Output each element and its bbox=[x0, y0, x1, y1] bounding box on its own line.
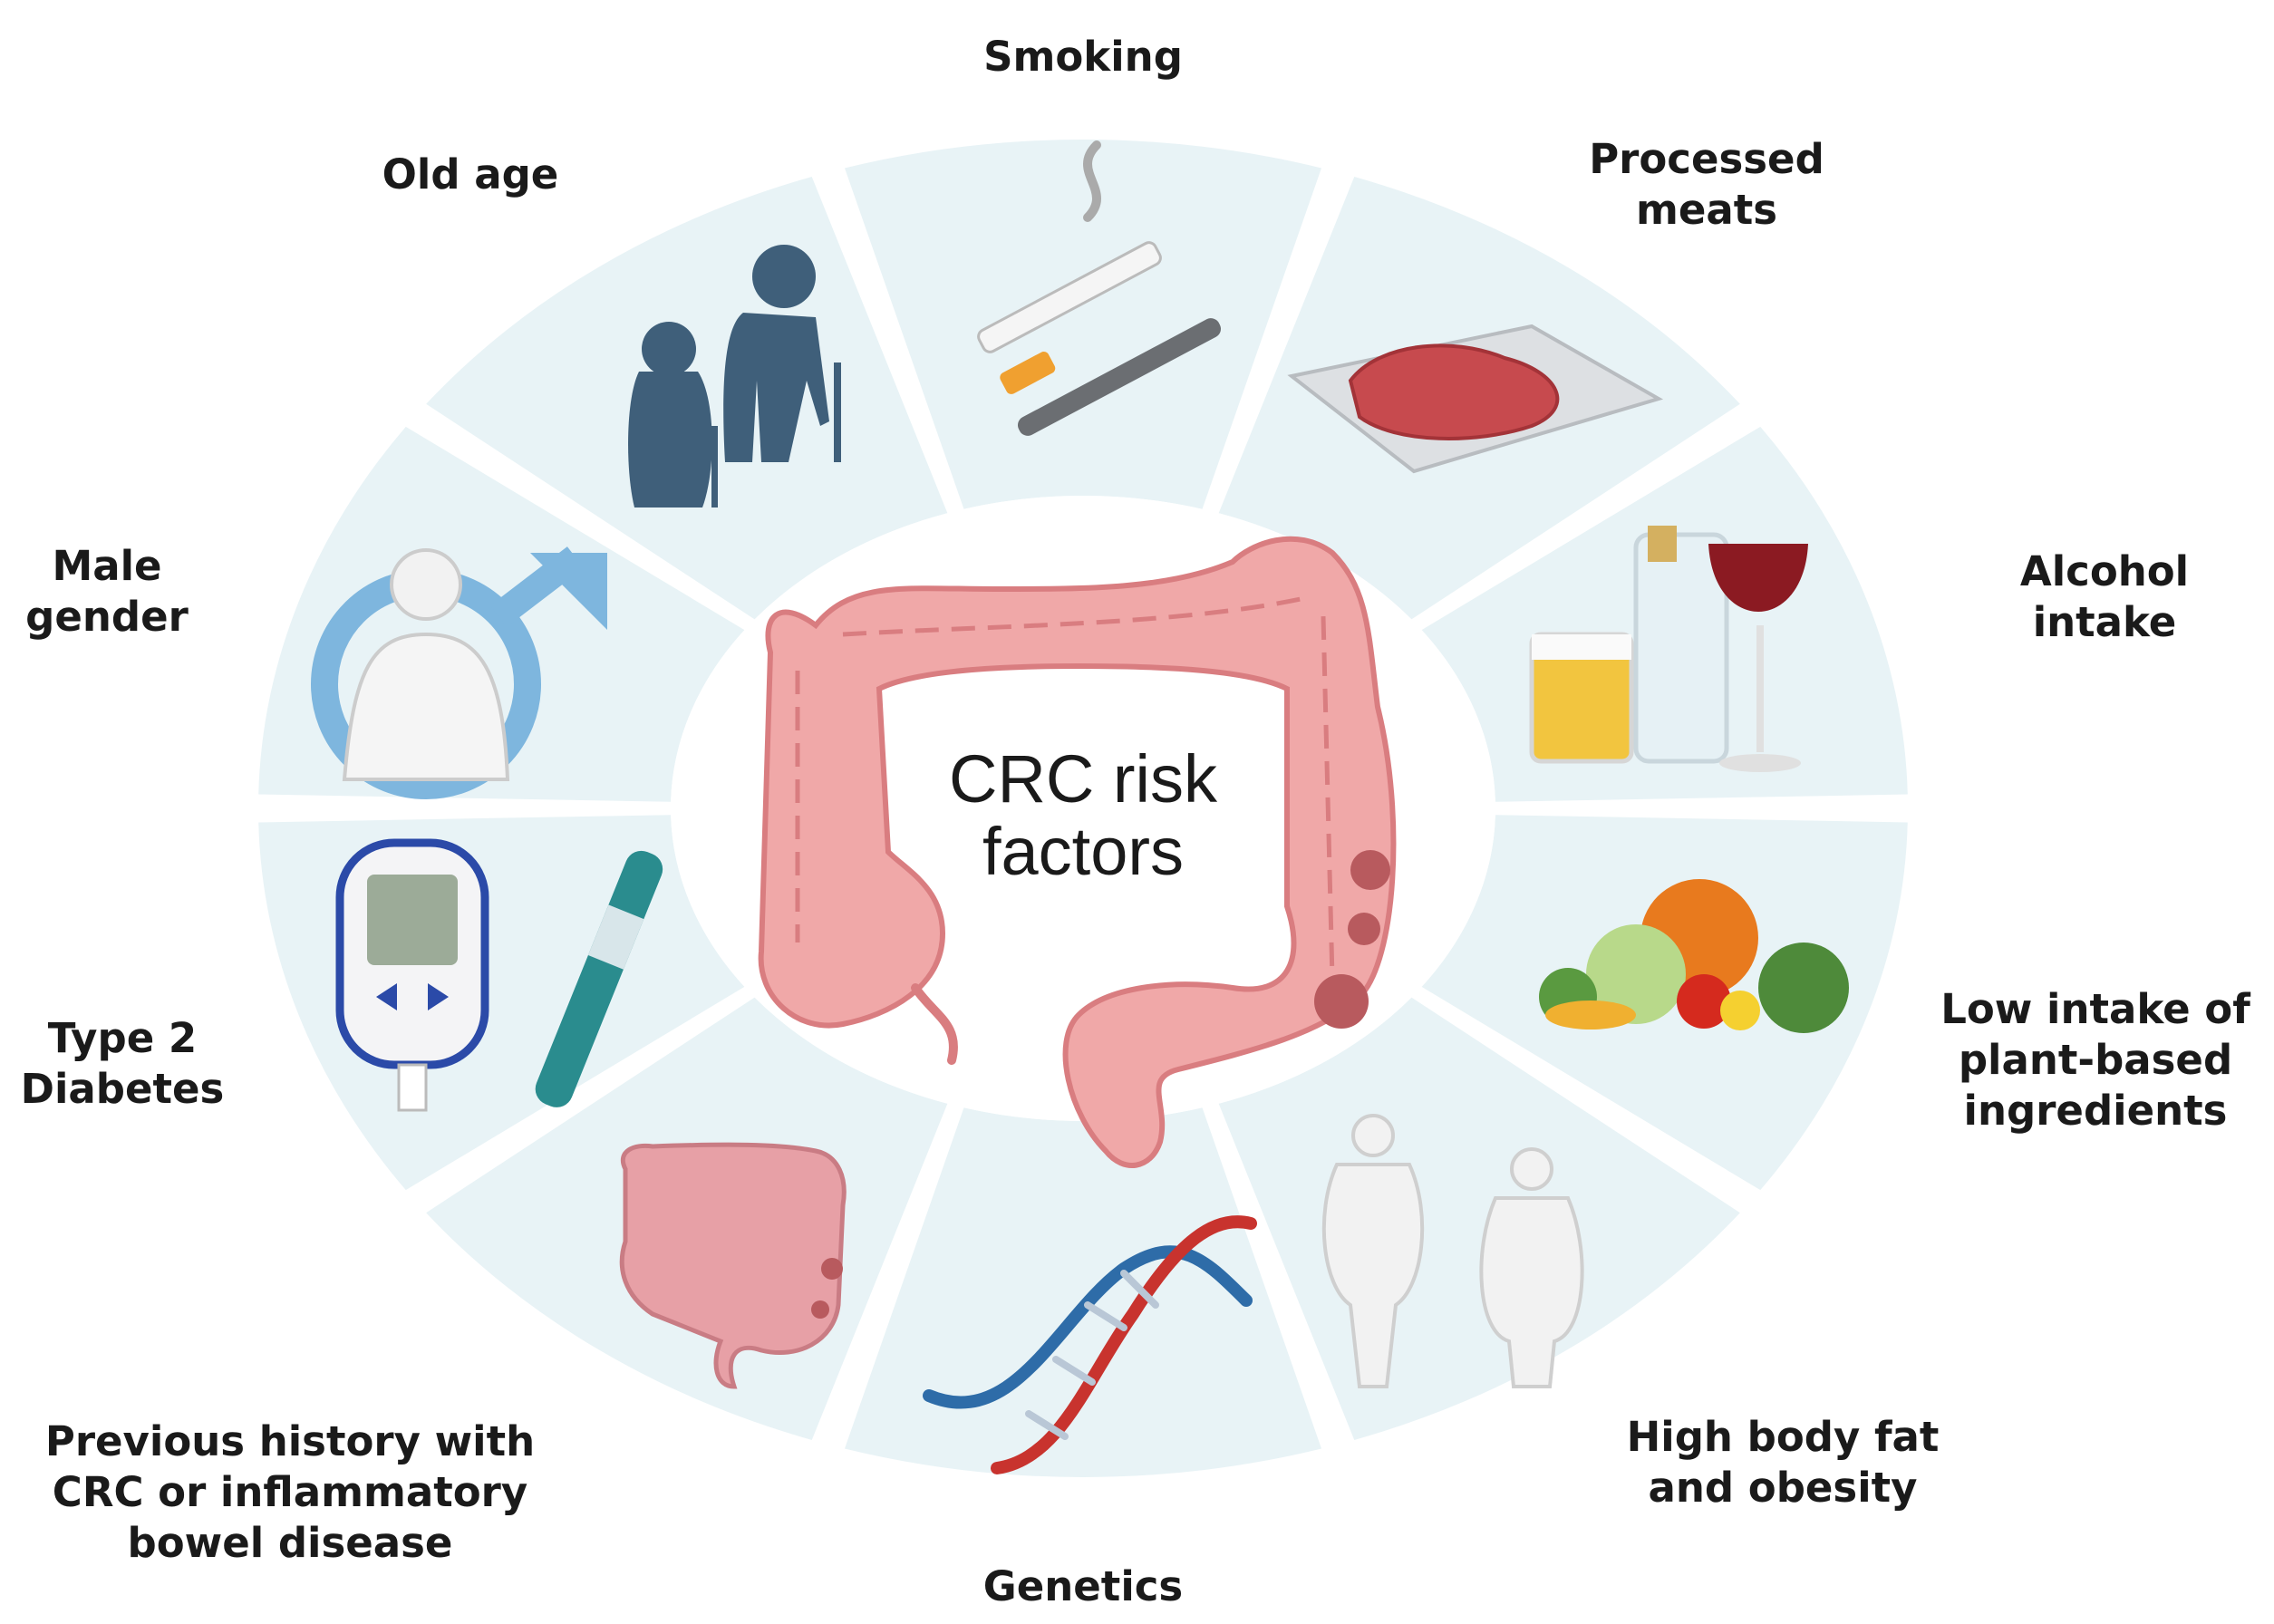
dna-icon bbox=[923, 1215, 1257, 1474]
label-line: Male bbox=[52, 542, 162, 590]
center-title-line: factors bbox=[982, 814, 1185, 889]
label-line: and obesity bbox=[1648, 1464, 1918, 1512]
tumor-icon bbox=[1314, 974, 1369, 1029]
label-line: gender bbox=[25, 593, 189, 641]
tumor-icon bbox=[1348, 913, 1380, 945]
elderly-couple-icon bbox=[628, 245, 841, 508]
label-line: Previous history with bbox=[44, 1417, 536, 1465]
colon-illustration-icon bbox=[758, 536, 1397, 1168]
tumor-icon bbox=[1350, 850, 1390, 890]
male-symbol-icon bbox=[311, 546, 607, 799]
colon-small-icon bbox=[619, 1142, 847, 1389]
label-old-age: Old age bbox=[382, 150, 559, 200]
label-line: Processed bbox=[1589, 135, 1824, 183]
label-line: Low intake of bbox=[1940, 985, 2250, 1033]
vegetables-icon bbox=[1539, 879, 1849, 1033]
label-line: ingredients bbox=[1963, 1087, 2228, 1135]
cigarette-icon bbox=[977, 140, 1222, 436]
segment-body-fat bbox=[1218, 997, 1740, 1440]
label-line: CRC or inflammatory bbox=[52, 1468, 528, 1516]
label-line: Smoking bbox=[983, 33, 1183, 81]
label-smoking: Smoking bbox=[983, 32, 1183, 82]
label-line: intake bbox=[2032, 598, 2177, 646]
segment-smoking bbox=[844, 139, 1322, 509]
label-line: meats bbox=[1635, 186, 1778, 234]
label-line: Old age bbox=[382, 150, 559, 198]
center-title: CRC risk factors bbox=[949, 743, 1217, 888]
label-line: plant-based bbox=[1958, 1036, 2233, 1084]
label-line: High body fat bbox=[1626, 1413, 1940, 1461]
label-line: Type 2 bbox=[47, 1014, 198, 1062]
label-line: Alcohol bbox=[2019, 547, 2190, 595]
label-line: bowel disease bbox=[127, 1519, 453, 1567]
obese-figures-icon bbox=[1321, 1114, 1584, 1388]
center-title-line: CRC risk bbox=[949, 741, 1217, 817]
meat-tray-icon bbox=[1287, 324, 1664, 474]
alcohol-icon bbox=[1529, 526, 1808, 772]
label-genetics: Genetics bbox=[983, 1561, 1183, 1612]
segment-genetics bbox=[844, 1107, 1322, 1478]
glucose-meter-icon bbox=[335, 838, 663, 1112]
label-line: Genetics bbox=[982, 1562, 1184, 1610]
label-line: Diabetes bbox=[20, 1065, 225, 1113]
